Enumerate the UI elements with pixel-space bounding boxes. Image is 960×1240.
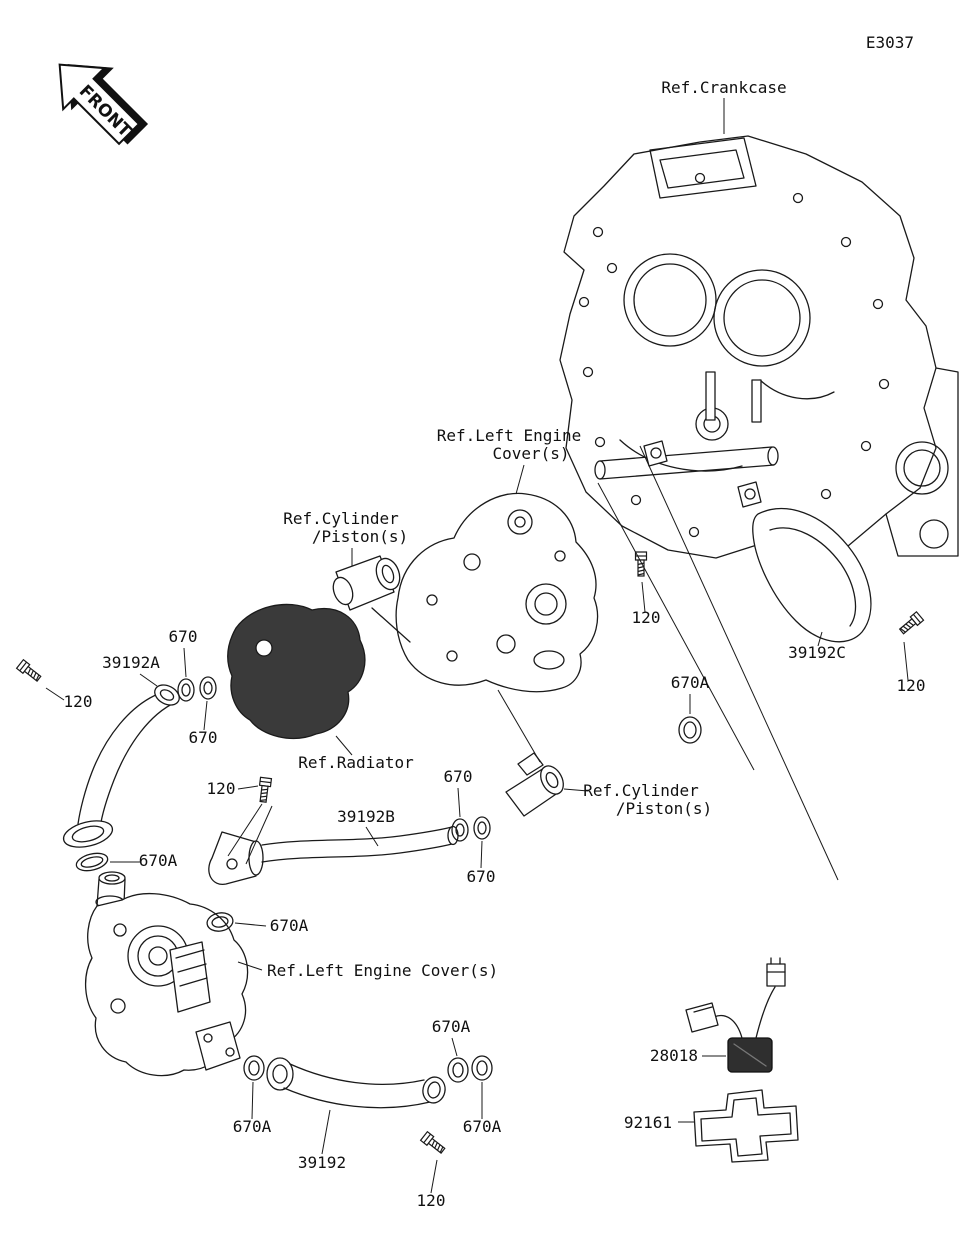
label-ref-radiator: Ref.Radiator — [298, 753, 414, 772]
part-label-39192a: 39192A — [102, 653, 160, 672]
radiator-drawing — [226, 603, 366, 740]
part-label-39192c: 39192C — [788, 643, 846, 662]
part-label-670a-a: 670A — [671, 673, 710, 692]
part-label-120-d: 120 — [207, 779, 236, 798]
label-ref-cylinder-piston-mid-line2: /Piston(s) — [616, 799, 712, 818]
part-label-120-c: 120 — [64, 692, 93, 711]
part-label-670a-f: 670A — [463, 1117, 502, 1136]
part-label-670-a: 670 — [169, 627, 198, 646]
oring-670 — [199, 676, 217, 700]
label-ref-cylinder-piston-mid-line1: Ref.Cylinder — [583, 781, 699, 800]
leader-lines — [45, 98, 909, 1194]
part-label-39192: 39192 — [298, 1153, 346, 1172]
part-label-92161: 92161 — [624, 1113, 672, 1132]
part-label-28018: 28018 — [650, 1046, 698, 1065]
pipe-39192c-drawing — [752, 507, 872, 643]
front-arrow: FRONT — [58, 63, 149, 146]
cylinder-fitting-mid-drawing — [505, 752, 564, 817]
label-ref-left-engine-cover-top-line1: Ref.Left Engine — [437, 426, 582, 445]
pipe-39192b-drawing — [208, 825, 459, 885]
oring-670 — [451, 818, 469, 842]
pad-92161-drawing — [693, 1089, 799, 1163]
part-label-120-b: 120 — [897, 676, 926, 695]
label-ref-crankcase: Ref.Crankcase — [661, 78, 786, 97]
part-label-120-e: 120 — [417, 1191, 446, 1210]
part-label-670-d: 670 — [467, 867, 496, 886]
page-code: E3037 — [866, 33, 914, 52]
bolt-120-drawing — [16, 659, 43, 684]
part-label-120-a: 120 — [632, 608, 661, 627]
label-ref-cylinder-piston-top-line1: Ref.Cylinder — [283, 509, 399, 528]
label-ref-left-engine-cover-bottom: Ref.Left Engine Cover(s) — [267, 961, 498, 980]
part-label-670-c: 670 — [444, 767, 473, 786]
water-pump-drawing — [84, 871, 249, 1077]
part-label-39192b: 39192B — [337, 807, 395, 826]
bolt-120-drawing — [420, 1131, 447, 1156]
part-label-670a-c: 670A — [270, 916, 309, 935]
oring-670 — [177, 678, 195, 702]
bolt-120-drawing — [897, 611, 925, 637]
sensor-28018-drawing — [685, 957, 786, 1073]
label-ref-cylinder-piston-top-line2: /Piston(s) — [312, 527, 408, 546]
oring-670a — [447, 1057, 469, 1083]
bolt-120-drawing — [257, 776, 273, 804]
part-label-670a-b: 670A — [139, 851, 178, 870]
oring-670a — [206, 912, 234, 932]
oring-670a — [471, 1055, 493, 1081]
oring-670 — [473, 816, 491, 840]
left-engine-cover-drawing — [371, 492, 599, 693]
cylinder-fitting-top-drawing — [332, 555, 401, 611]
part-label-670a-e: 670A — [233, 1117, 272, 1136]
crankcase-water-pipe-drawing — [594, 440, 779, 508]
oring-670a — [678, 716, 702, 744]
label-ref-left-engine-cover-top-line2: Cover(s) — [492, 444, 569, 463]
part-label-670a-d: 670A — [432, 1017, 471, 1036]
part-label-670-b: 670 — [189, 728, 218, 747]
pipe-39192a-drawing — [62, 684, 180, 848]
pipe-39192-drawing — [266, 1057, 446, 1109]
oring-670a — [75, 852, 109, 872]
oring-670a — [243, 1055, 265, 1081]
